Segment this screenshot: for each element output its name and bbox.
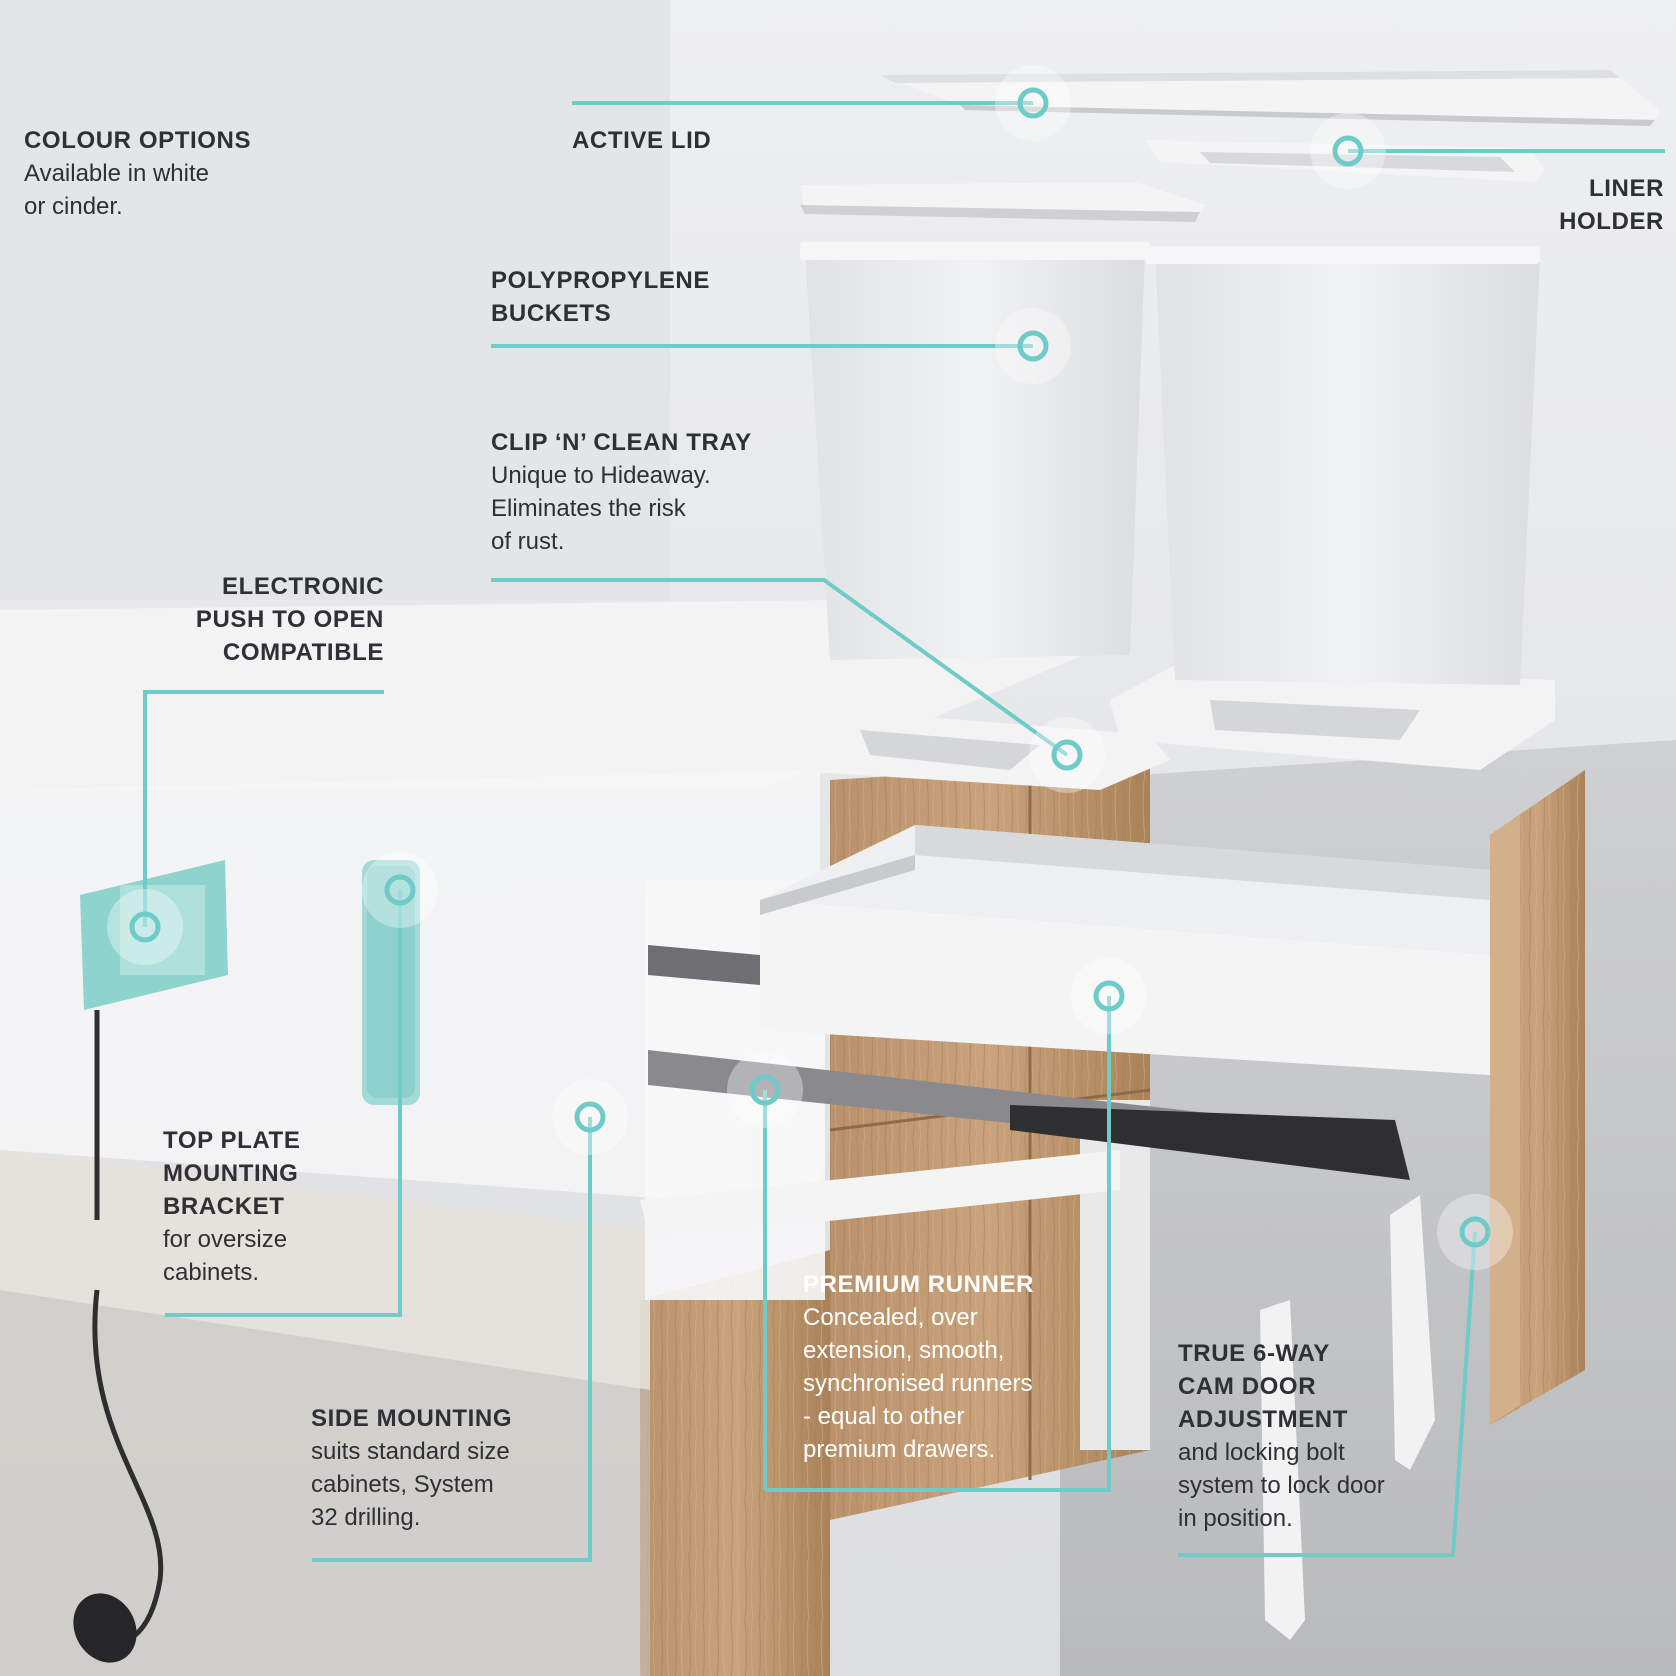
callout-title: POLYPROPYLENE BUCKETS (491, 267, 710, 327)
callout-desc: Unique to Hideaway. Eliminates the risk … (491, 462, 711, 555)
callout-title: CLIP ‘N’ CLEAN TRAY (491, 429, 752, 456)
callout-desc: Concealed, over extension, smooth, synch… (803, 1304, 1033, 1463)
leader-lines (143, 101, 1665, 1562)
callout-title: TOP PLATE MOUNTING BRACKET (163, 1127, 301, 1220)
marker-liner-holder (1310, 113, 1386, 189)
marker-side-mounting (552, 1079, 628, 1155)
callout-side-mounting: SIDE MOUNTING suits standard size cabine… (311, 1402, 512, 1534)
callout-desc: and locking bolt system to lock door in … (1178, 1439, 1385, 1532)
callout-title: ACTIVE LID (572, 127, 712, 154)
marker-push-open (107, 889, 183, 965)
callout-active-lid: ACTIVE LID (572, 124, 711, 157)
callout-buckets: POLYPROPYLENE BUCKETS (491, 264, 710, 330)
callout-desc: suits standard size cabinets, System 32 … (311, 1438, 510, 1531)
marker-clip-tray (1029, 717, 1105, 793)
power-plug (73, 1593, 137, 1663)
markers (107, 65, 1513, 1270)
callout-colour-options: COLOUR OPTIONS Available in white or cin… (24, 124, 251, 223)
marker-buckets (995, 308, 1071, 384)
callout-title: TRUE 6-WAY CAM DOOR ADJUSTMENT (1178, 1340, 1349, 1433)
callout-title: SIDE MOUNTING (311, 1405, 513, 1432)
marker-active-lid (995, 65, 1071, 141)
bucket-right (1155, 252, 1540, 685)
marker-drawer (1071, 958, 1147, 1034)
callout-title: COLOUR OPTIONS (24, 127, 252, 154)
callout-title: PREMIUM RUNNER (803, 1271, 1035, 1298)
marker-runner (727, 1052, 803, 1128)
marker-top-plate (362, 852, 438, 928)
callout-title: ELECTRONIC PUSH TO OPEN COMPATIBLE (195, 573, 384, 666)
callout-push-open: ELECTRONIC PUSH TO OPEN COMPATIBLE (150, 570, 384, 669)
cam-plate (1390, 1195, 1435, 1470)
callout-clip-tray: CLIP ‘N’ CLEAN TRAY Unique to Hideaway. … (491, 426, 752, 558)
callout-desc: Available in white or cinder. (24, 160, 210, 220)
callout-desc: for oversize cabinets. (163, 1226, 288, 1286)
active-lid (880, 70, 1660, 120)
marker-cam (1437, 1194, 1513, 1270)
callout-premium-runner: PREMIUM RUNNER Concealed, over extension… (803, 1268, 1034, 1466)
callout-title: LINER HOLDER (1559, 175, 1664, 235)
callout-cam-door: TRUE 6-WAY CAM DOOR ADJUSTMENT and locki… (1178, 1337, 1385, 1535)
callout-top-plate: TOP PLATE MOUNTING BRACKET for oversize … (163, 1124, 300, 1289)
bucket-left (805, 250, 1145, 660)
callout-liner-holder: LINER HOLDER (1559, 172, 1664, 238)
